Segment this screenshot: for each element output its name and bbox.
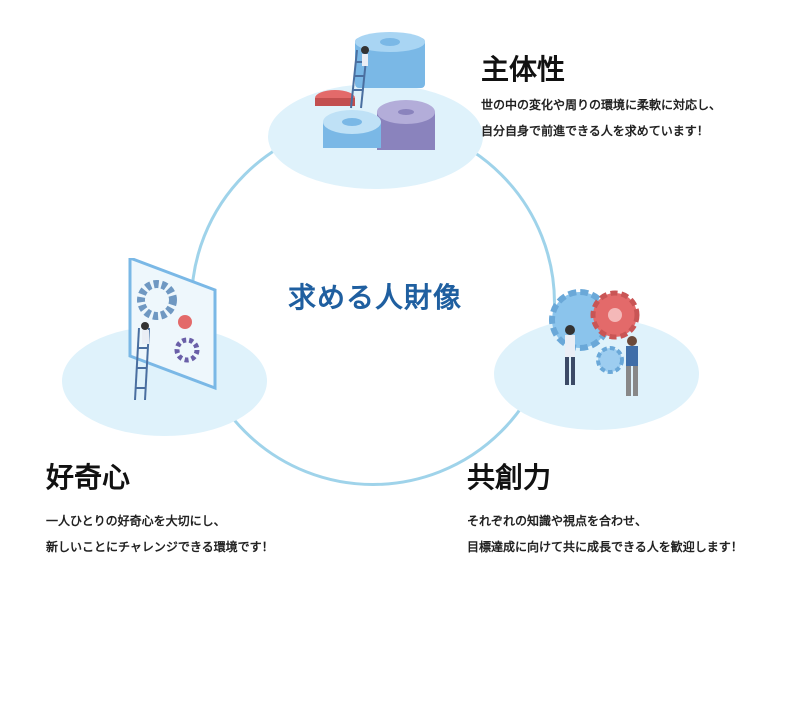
- cocreation-line-1: それぞれの知識や視点を合わせ、: [467, 514, 648, 528]
- small-red-gear-icon: [315, 90, 355, 106]
- red-gear-icon: [178, 315, 192, 329]
- small-blue-gear-icon: [596, 346, 624, 374]
- purple-gear-icon: [174, 337, 200, 363]
- curiosity-description: 一人ひとりの好奇心を大切にし、 新しいことにチャレンジできる環境です！: [46, 508, 274, 560]
- light-blue-gear-icon: [323, 110, 381, 148]
- red-gear-icon: [590, 290, 640, 340]
- blue-gear-icon: [137, 280, 177, 320]
- cocreation-heading: 共創力: [467, 461, 552, 494]
- person-icon: [361, 46, 369, 66]
- person-icon: [141, 322, 149, 344]
- gears-ladder-illustration: [315, 32, 435, 150]
- proactive-heading: 主体性: [481, 53, 566, 86]
- curiosity-line-2: 新しいことにチャレンジできる環境です！: [46, 540, 274, 554]
- curiosity-heading: 好奇心: [46, 461, 131, 494]
- cocreation-description: それぞれの知識や視点を合わせ、 目標達成に向けて共に成長できる人を歓迎します！: [467, 508, 743, 560]
- purple-gear-icon: [377, 100, 435, 150]
- board-gears-illustration: [128, 258, 217, 401]
- proactive-line-1: 世の中の変化や周りの環境に柔軟に対応し、: [481, 98, 722, 112]
- team-gears-illustration: [549, 289, 640, 396]
- curiosity-line-1: 一人ひとりの好奇心を大切にし、: [46, 514, 226, 528]
- proactive-description: 世の中の変化や周りの環境に柔軟に対応し、 自分自身で前進できる人を求めています！: [481, 92, 721, 144]
- large-blue-gear-icon: [355, 32, 425, 88]
- person-right-icon: [626, 336, 638, 396]
- center-title: 求める人財像: [287, 281, 462, 314]
- person-left-icon: [565, 325, 575, 385]
- cocreation-line-2: 目標達成に向けて共に成長できる人を歓迎します！: [467, 540, 743, 554]
- whiteboard-icon: [128, 258, 217, 391]
- proactive-line-2: 自分自身で前進できる人を求めています！: [481, 124, 709, 138]
